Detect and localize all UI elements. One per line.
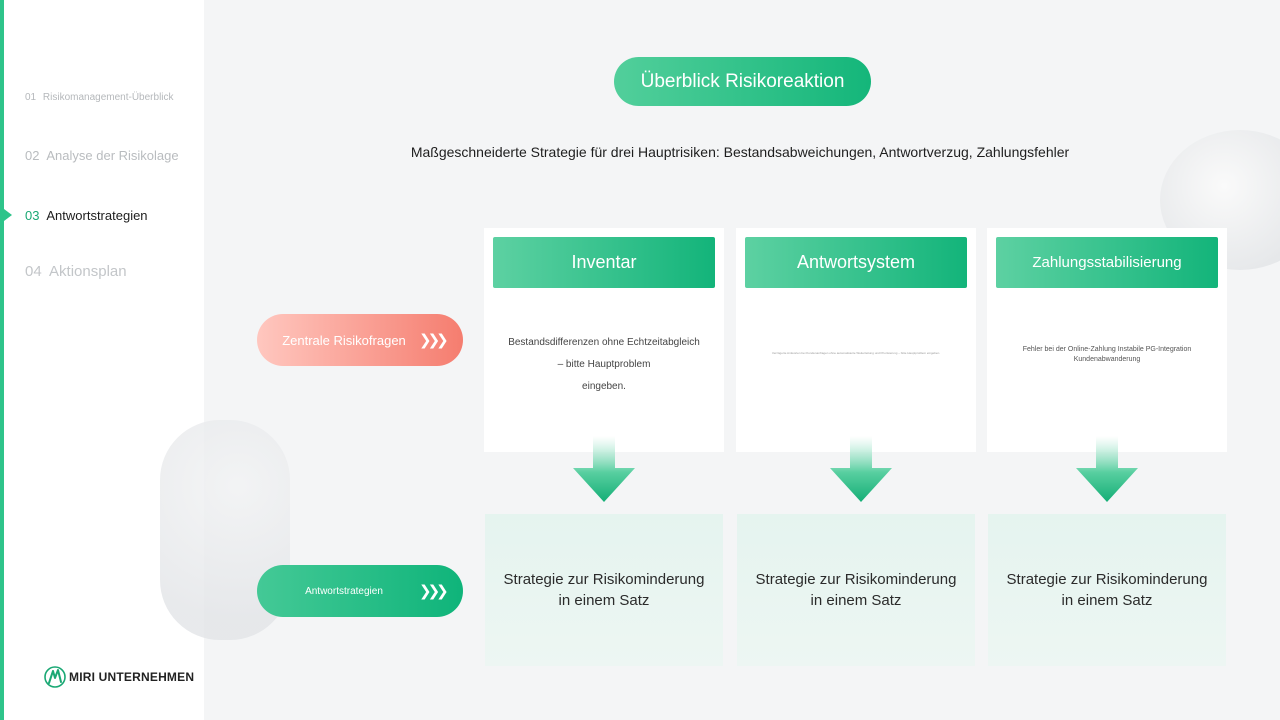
leaf-logo-icon <box>44 666 66 688</box>
risk-description-response: Verzögerte Antworten bei Kundenanfragen … <box>745 351 967 355</box>
chevrons-right-icon: ❯❯❯ <box>419 332 449 349</box>
strategy-text-line: in einem Satz <box>810 592 902 609</box>
arrow-down-icon <box>1076 436 1138 502</box>
sidebar-item-number: 01 <box>25 92 37 103</box>
sidebar-item-overview[interactable]: 01 Risikomanagement-Überblick <box>25 92 174 103</box>
sidebar-item-number: 02 <box>25 148 40 163</box>
strategy-box-payment: Strategie zur Risikominderung in einem S… <box>988 514 1226 666</box>
sidebar-item-number: 04 <box>25 263 42 280</box>
sidebar-item-label: Risikomanagement-Überblick <box>42 92 174 103</box>
page-title: Überblick Risikoreaktion <box>614 57 871 106</box>
sidebar-item-action-plan[interactable]: 04 Aktionsplan <box>25 263 127 280</box>
sidebar-item-label: Antwortstrategien <box>46 208 148 223</box>
sidebar-item-response-strategies[interactable]: 03 Antwortstrategien <box>25 208 148 223</box>
strategy-text-line: in einem Satz <box>1061 592 1153 609</box>
risk-description-inventory: Bestandsdifferenzen ohne Echtzeitabgleic… <box>493 332 715 398</box>
row-label-key-risks: Zentrale Risikofragen ❯❯❯ <box>257 314 463 366</box>
sidebar-item-label: Analyse der Risikolage <box>46 148 179 163</box>
sidebar-item-analysis[interactable]: 02 Analyse der Risikolage <box>25 148 179 163</box>
chevrons-right-icon: ❯❯❯ <box>419 583 449 600</box>
risk-description-payment: Fehler bei der Online-Zahlung Instabile … <box>996 345 1218 365</box>
sidebar-item-label: Aktionsplan <box>49 263 127 280</box>
strategy-box-response: Strategie zur Risikominderung in einem S… <box>737 514 975 666</box>
sidebar-accent-line <box>0 0 4 720</box>
risk-text-line: – bitte Hauptproblem <box>557 359 651 370</box>
column-header-payment: Zahlungsstabilisierung <box>996 237 1218 288</box>
strategy-box-inventory: Strategie zur Risikominderung in einem S… <box>485 514 723 666</box>
risk-text-line: Fehler bei der Online-Zahlung Instabile … <box>1022 346 1192 363</box>
strategy-text-line: Strategie zur Risikominderung <box>755 571 957 588</box>
page-subtitle: Maßgeschneiderte Strategie für drei Haup… <box>410 144 1070 160</box>
row-label-response-strategies: Antwortstrategien ❯❯❯ <box>257 565 463 617</box>
active-item-pointer-icon <box>4 209 12 221</box>
sidebar-item-number: 03 <box>25 208 40 223</box>
strategy-text-line: Strategie zur Risikominderung <box>503 571 705 588</box>
strategy-text-line: in einem Satz <box>558 592 650 609</box>
arrow-down-icon <box>830 436 892 502</box>
column-header-inventory: Inventar <box>493 237 715 288</box>
logo-text: MIRI UNTERNEHMEN <box>69 670 195 684</box>
risk-text-line: eingeben. <box>582 381 626 392</box>
risk-text-line: Bestandsdifferenzen ohne Echtzeitabgleic… <box>508 337 700 348</box>
strategy-text-line: Strategie zur Risikominderung <box>1006 571 1208 588</box>
row-label-text: Antwortstrategien <box>305 585 383 597</box>
risk-text-line: Verzögerte Antworten bei Kundenanfragen … <box>771 351 941 355</box>
column-header-response: Antwortsystem <box>745 237 967 288</box>
row-label-text: Zentrale Risikofragen <box>282 332 406 348</box>
arrow-down-icon <box>573 436 635 502</box>
company-logo: MIRI UNTERNEHMEN <box>44 666 194 688</box>
